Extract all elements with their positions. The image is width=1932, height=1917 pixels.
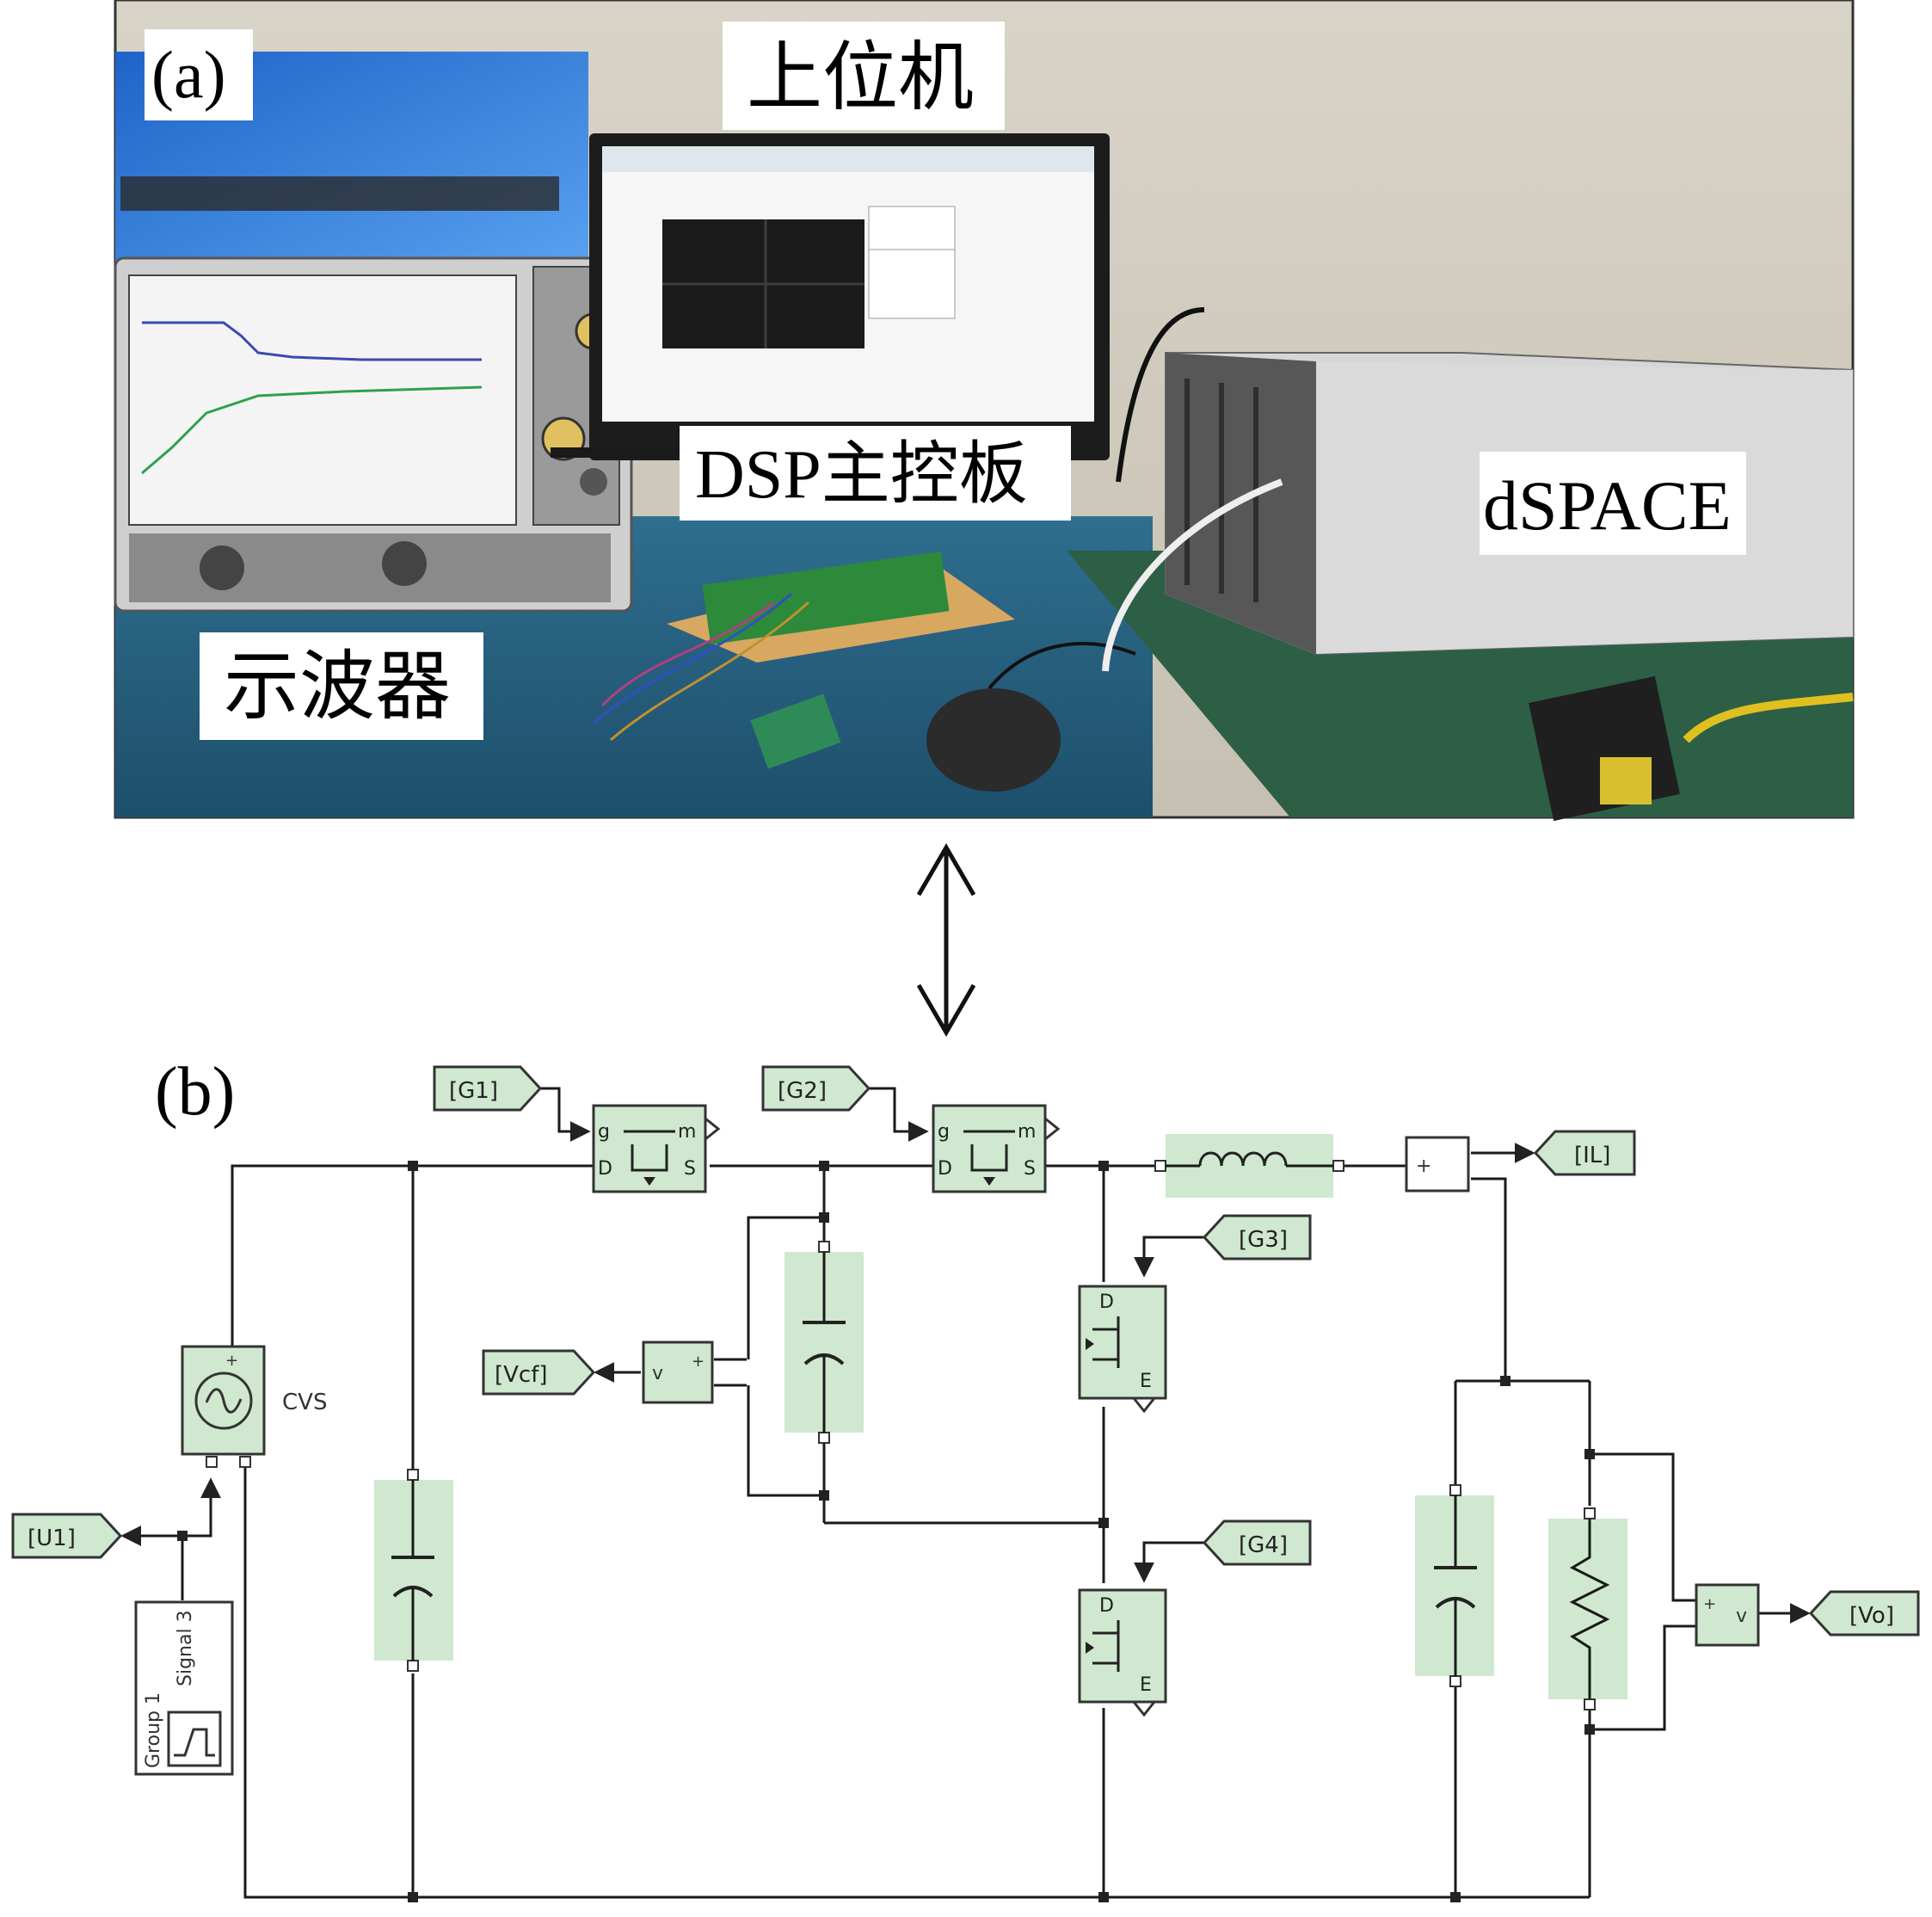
s2-s: S [1024,1158,1036,1180]
s1-g: g [598,1121,610,1143]
group-label: Group 1 [143,1692,164,1768]
vcf-meter-plus: + [692,1353,705,1371]
s3-e: E [1140,1371,1152,1392]
panel-a-label: (a) [151,37,226,112]
current-sensor: + [1405,1136,1470,1193]
panel-b-label: (b) [155,1054,235,1130]
cvs-source-block: + CVS [181,1345,327,1468]
vcf-meter-v: v [652,1363,663,1384]
tag-g4-text: [G4] [1239,1532,1288,1558]
s2-m: m [1018,1121,1036,1143]
vo-meter-plus: + [1703,1595,1716,1613]
tag-vcf-text: [Vcf] [495,1362,548,1388]
dspace-label-box [1480,452,1746,555]
s2-g: g [938,1121,950,1143]
dsp-label: DSP主控板 [695,437,1028,513]
scope-label-box [200,632,483,740]
s1-s: S [684,1158,696,1180]
capacitor-output [1415,1484,1494,1687]
tag-u1: [U1] [11,1513,123,1559]
mosfet-s3: D E [1078,1285,1167,1414]
inductor [1154,1134,1344,1198]
monitor-bar [120,176,559,211]
host-monitor [551,133,1110,460]
mosfet-s1: g m D S [592,1104,721,1193]
s2-d: D [938,1158,952,1180]
tag-vcf: [Vcf] [482,1349,596,1396]
tag-u1-text: [U1] [28,1526,76,1551]
vo-voltmeter: v + [1695,1583,1760,1647]
s1-d: D [598,1158,612,1180]
dsp-label-box [680,426,1071,521]
dspace-label: dSPACE [1483,466,1732,545]
photo-panel: (a) 上位机 DSP主控板 dSPACE 示波器 [114,0,1855,822]
tag-g1: [G1] [433,1065,543,1112]
s1-m: m [678,1121,696,1143]
s4-e: E [1140,1674,1152,1696]
tag-vo: [Vo] [1808,1590,1920,1637]
sensor-plus: + [1416,1156,1431,1177]
signal-group-block: Group 1 Signal 3 [134,1600,234,1776]
tag-g1-text: [G1] [449,1078,498,1104]
vo-meter-v: v [1736,1606,1747,1627]
panel-a-label-box [145,29,253,120]
oscilloscope [114,256,633,613]
s4-d: D [1099,1595,1114,1617]
dsp-board [593,551,1136,792]
signal-builder-icon [167,1711,222,1767]
tag-g3: [G3] [1202,1214,1312,1261]
load-resistor [1548,1507,1627,1711]
capacitor-flying [784,1241,864,1444]
host-label: 上位机 [747,37,974,120]
mosfet-s2: g m D S [932,1104,1061,1193]
s3-d: D [1099,1291,1114,1313]
scope-label: 示波器 [224,646,451,730]
tag-g4: [G4] [1202,1519,1312,1566]
double-arrow [916,843,976,1037]
signal-label: Signal 3 [175,1610,196,1686]
capacitor-input [374,1469,453,1672]
host-label-box [723,22,1005,130]
cvs-label: CVS [282,1390,327,1415]
tag-vo-text: [Vo] [1849,1603,1894,1629]
tag-il-text: [IL] [1574,1143,1610,1168]
tag-il: [IL] [1533,1130,1636,1176]
mosfet-s4: D E [1078,1588,1167,1717]
tag-g2: [G2] [761,1065,871,1112]
cvs-plus: + [225,1352,238,1370]
junction-dots [177,1161,1595,1902]
ac-source-icon [194,1371,253,1430]
tag-g2-text: [G2] [778,1078,827,1104]
tag-g3-text: [G3] [1239,1227,1288,1253]
vcf-voltmeter: v + [642,1341,714,1404]
